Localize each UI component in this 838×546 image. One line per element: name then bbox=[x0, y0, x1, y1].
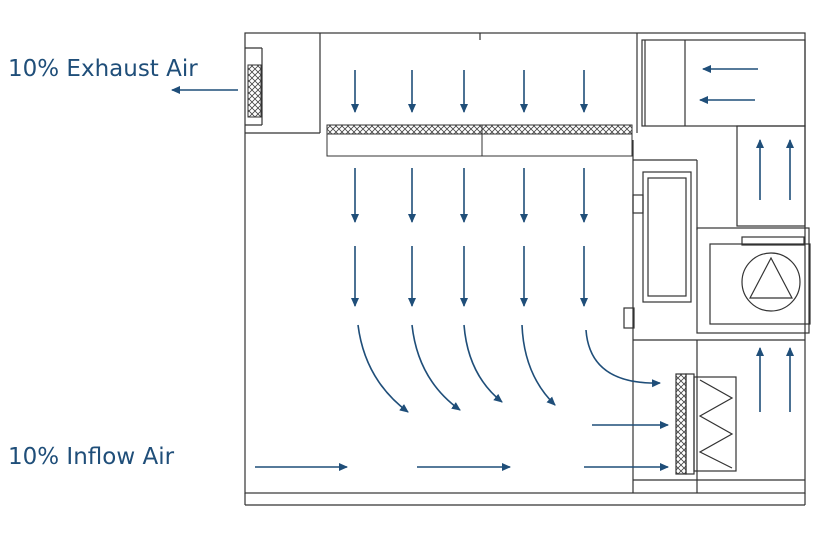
cabinet-structure bbox=[244, 32, 806, 506]
supply-filter bbox=[326, 124, 633, 157]
fan-icon bbox=[696, 227, 811, 334]
filter-icon bbox=[675, 373, 737, 475]
inflow-air-label: 10% Inflow Air bbox=[8, 444, 175, 470]
exhaust-filter bbox=[247, 64, 262, 118]
airflow-arrows bbox=[171, 65, 794, 471]
exhaust-air-label: 10% Exhaust Air bbox=[8, 56, 198, 82]
